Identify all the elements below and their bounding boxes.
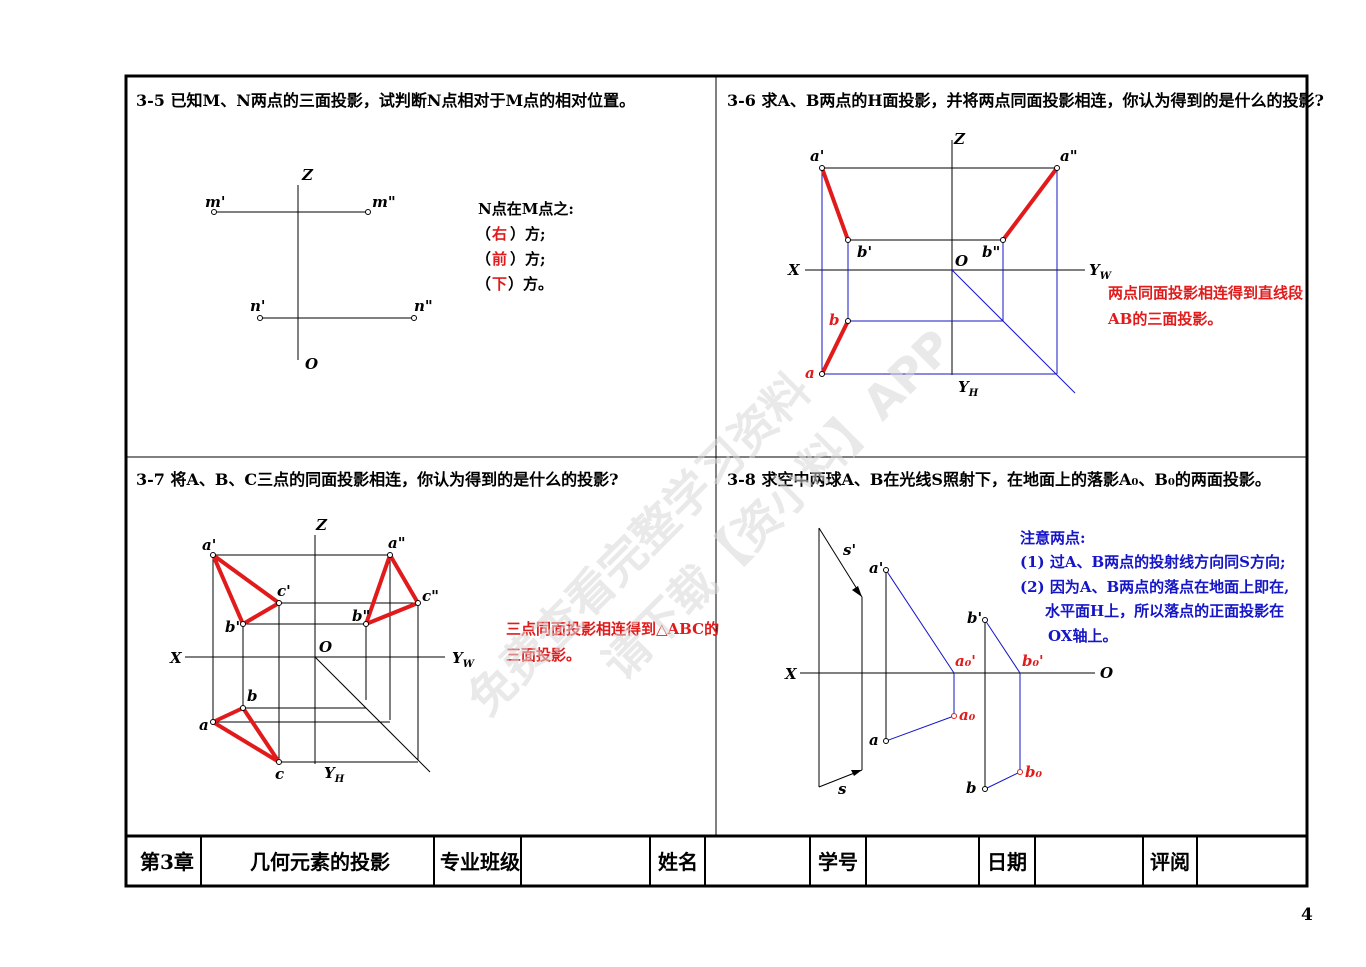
light-arrow-front xyxy=(852,586,862,597)
panel-3-5-title: 3-5 已知M、N两点的三面投影，试判断N点相对于M点的相对位置。 xyxy=(136,91,635,110)
date-field[interactable] xyxy=(1037,839,1141,884)
panel-3-6-title: 3-6 求A、B两点的H面投影，并将两点同面投影相连，你认为得到的是什么的投影? xyxy=(727,91,1324,110)
answer-row-1: （ 右 ）方; xyxy=(476,225,546,243)
axis-x-label: X xyxy=(169,649,183,667)
note-line-1: (1) 过A、B两点的投射线方向同S方向; xyxy=(1020,553,1286,571)
answer-value-3: 下 xyxy=(492,275,507,293)
answer-note-line-1: 三点同面投影相连得到△ABC的 xyxy=(506,620,719,638)
page-number: 4 xyxy=(1301,905,1313,925)
panel-3-7: 3-7 将A、B、C三点的同面投影相连，你认为得到的是什么的投影? xyxy=(136,470,719,785)
axis-yh-label: YH xyxy=(324,764,345,785)
name-label: 姓名 xyxy=(658,850,698,874)
point-m-front-label: m' xyxy=(205,193,225,211)
class-label: 专业班级 xyxy=(440,850,520,874)
point-a-side-label: a" xyxy=(388,534,406,552)
axis-yh-label: YH xyxy=(958,378,979,399)
note-heading: 注意两点: xyxy=(1020,529,1086,547)
panel-3-6: 3-6 求A、B两点的H面投影，并将两点同面投影相连，你认为得到的是什么的投影? xyxy=(727,91,1324,399)
point-b-front-label: b' xyxy=(857,243,872,261)
note-line-3: 水平面H上，所以落点的正面投影在 xyxy=(1045,602,1284,620)
review-label: 评阅 xyxy=(1150,850,1190,874)
axis-yw-label: YW xyxy=(1089,261,1113,282)
point-a-top-label: a xyxy=(869,731,879,749)
point-b-top-label: b xyxy=(829,311,840,329)
panel-3-7-title: 3-7 将A、B、C三点的同面投影相连，你认为得到的是什么的投影? xyxy=(136,470,619,489)
point-a0-top-label: a₀ xyxy=(959,706,976,724)
axis-z-label: Z xyxy=(315,516,328,534)
answer-row-3: （ 下 ）方。 xyxy=(476,275,553,293)
axis-o-label: O xyxy=(1100,664,1113,682)
name-field[interactable] xyxy=(707,839,808,884)
answer-note-line-2: AB的三面投影。 xyxy=(1107,310,1222,328)
point-b0-top-label: b₀ xyxy=(1025,763,1042,781)
axis-z-label: Z xyxy=(953,130,966,148)
answer-note-line-1: 两点同面投影相连得到直线段 xyxy=(1108,284,1303,302)
answer-value-1: 右 xyxy=(492,225,507,243)
point-a-front-label: a' xyxy=(810,147,824,165)
point-b-front-label: b' xyxy=(967,609,982,627)
axis-o-label: O xyxy=(305,355,318,373)
axis-x-label: X xyxy=(784,665,798,683)
point-b-side-label: b" xyxy=(352,607,370,625)
answer-row-2: （ 前 ）方; xyxy=(476,250,546,268)
axis-yw-label: YW xyxy=(452,649,476,670)
answer-value-2: 前 xyxy=(492,250,507,268)
note-line-4: OX轴上。 xyxy=(1048,627,1117,645)
light-s-front-label: s' xyxy=(843,541,856,559)
class-field[interactable] xyxy=(523,839,648,884)
watermark: 免费查看完整学习资料 请下载【资小料】APP xyxy=(457,319,963,726)
student-id-label: 学号 xyxy=(818,850,858,874)
chapter-title: 几何元素的投影 xyxy=(250,850,390,874)
chapter-label: 第3章 xyxy=(140,850,194,874)
axis-x-label: X xyxy=(787,261,801,279)
point-a-side-label: a" xyxy=(1060,147,1078,165)
point-b-top-label: b xyxy=(247,687,258,705)
panel-3-8-title: 3-8 求空中两球A、B在光线S照射下，在地面上的落影A₀、B₀的两面投影。 xyxy=(727,470,1271,489)
svg-text:（: （ xyxy=(476,225,491,243)
point-a0-front-label: a₀' xyxy=(955,652,976,670)
svg-text:（: （ xyxy=(476,275,491,293)
note-line-2: (2) 因为A、B两点的落点在地面上即在, xyxy=(1020,578,1289,596)
light-s-top-label: s xyxy=(838,780,847,798)
title-block xyxy=(200,836,1198,886)
point-a-top-label: a xyxy=(805,364,815,382)
review-field[interactable] xyxy=(1199,839,1305,884)
panel-3-8: 3-8 求空中两球A、B在光线S照射下，在地面上的落影A₀、B₀的两面投影。 xyxy=(727,470,1289,798)
light-arrow-top xyxy=(851,770,862,776)
svg-text:）方。: ）方。 xyxy=(508,275,553,293)
point-b-side-label: b" xyxy=(982,243,1000,261)
point-c-top-label: c xyxy=(275,765,284,783)
point-b0-front-label: b₀' xyxy=(1022,652,1044,670)
point-n-side-label: n" xyxy=(414,297,433,315)
point-a-top-label: a xyxy=(199,716,209,734)
answer-heading: N点在M点之: xyxy=(478,200,574,218)
point-b-front-label: b' xyxy=(225,618,240,636)
axis-z-label: Z xyxy=(301,166,314,184)
point-m-side-label: m" xyxy=(372,193,396,211)
point-a-front-label: a' xyxy=(869,559,883,577)
date-label: 日期 xyxy=(987,850,1027,874)
axis-o-label: O xyxy=(955,252,968,270)
answer-note-line-2: 三面投影。 xyxy=(506,646,581,664)
svg-text:）方;: ）方; xyxy=(510,250,546,268)
panel-3-5: 3-5 已知M、N两点的三面投影，试判断N点相对于M点的相对位置。 Z O m'… xyxy=(136,91,635,373)
svg-text:）方;: ）方; xyxy=(510,225,546,243)
student-id-field[interactable] xyxy=(868,839,977,884)
point-a-front-label: a' xyxy=(202,536,216,554)
point-n-front-label: n' xyxy=(250,297,266,315)
point-b-top-label: b xyxy=(966,779,977,797)
axis-o-label: O xyxy=(319,638,332,656)
point-c-front-label: c' xyxy=(277,582,291,600)
svg-text:（: （ xyxy=(476,250,491,268)
point-c-side-label: c" xyxy=(422,587,439,605)
